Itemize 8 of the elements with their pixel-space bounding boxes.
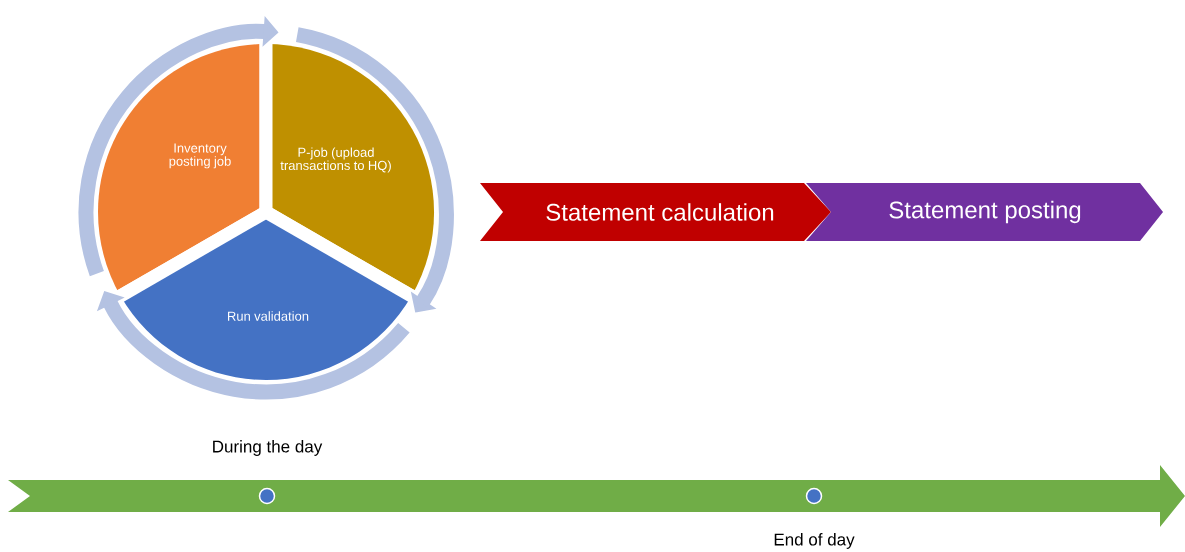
cycle-arrow xyxy=(295,27,454,313)
timeline-label: End of day xyxy=(774,533,855,549)
pie-segment: Inventory posting job xyxy=(98,41,273,304)
process-step-box: Statement calculation xyxy=(480,183,831,241)
process-step-box: Statement posting xyxy=(806,183,1163,241)
pie-segment: P-job (upload transactions to HQ) xyxy=(259,41,435,304)
pie-segment: Run validation xyxy=(114,206,418,380)
timeline-label: During the day xyxy=(213,440,323,456)
